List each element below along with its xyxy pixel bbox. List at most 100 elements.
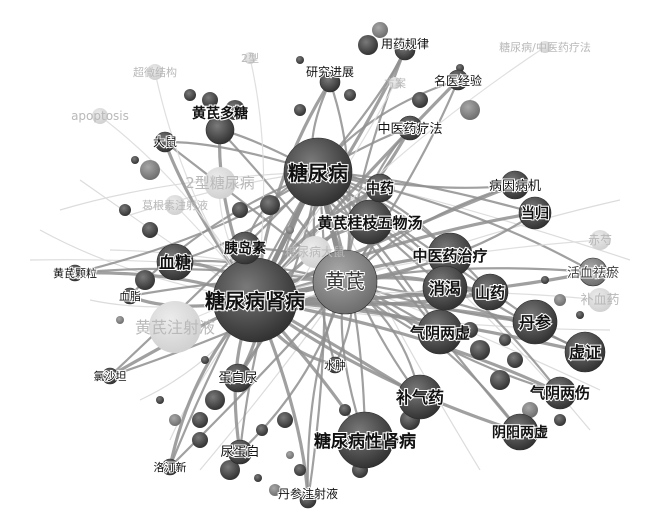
node-rat[interactable] <box>154 131 176 153</box>
label-qi-yin-injury: 气阴两伤 <box>529 384 590 402</box>
node-losartan[interactable] <box>101 367 119 385</box>
edge <box>73 267 347 284</box>
node-urine[interactable] <box>326 356 344 374</box>
node-tonify-blood[interactable] <box>578 257 608 287</box>
label-diabetic-rat: 糖尿病大鼠 <box>285 244 345 259</box>
satellite-node <box>116 316 124 324</box>
satellite-node <box>201 356 209 364</box>
node-pueraria[interactable] <box>165 195 185 215</box>
node-qi-yin-injury[interactable] <box>543 376 577 410</box>
label-tcm-therapy: 中医药疗法 <box>377 122 442 137</box>
label-rat: 大鼠 <box>153 135 177 149</box>
satellite-node <box>470 340 490 360</box>
node-tonify-blood-drug[interactable] <box>588 288 612 312</box>
satellite-node <box>220 460 240 480</box>
node-yam[interactable] <box>471 273 509 311</box>
label-tcm-treatment: 中医药治疗 <box>412 247 487 265</box>
satellite-node <box>184 89 196 101</box>
node-qi-yin-deficiency[interactable] <box>417 309 463 355</box>
node-diabetes[interactable] <box>283 137 353 207</box>
satellite-node <box>205 390 225 410</box>
node-medication-rules[interactable] <box>394 39 416 61</box>
node-etiology-pathogenesis[interactable] <box>500 170 530 200</box>
node-tcm-syndrome[interactable] <box>365 173 395 203</box>
node-ultrastructure[interactable] <box>147 64 163 80</box>
node-lotensin[interactable] <box>161 458 179 476</box>
node-research-progress[interactable] <box>319 71 341 93</box>
node-angelica[interactable] <box>518 196 552 230</box>
satellite-node <box>156 396 164 404</box>
label-red-peony: 赤芍 <box>588 233 612 247</box>
node-qi-tonic[interactable] <box>397 374 443 420</box>
satellite-node <box>286 451 294 459</box>
node-insulin[interactable] <box>228 231 262 265</box>
label-astragalus-granule: 黄芪颗粒 <box>53 266 97 280</box>
satellite-node <box>192 432 208 448</box>
satellite-node <box>286 226 294 234</box>
satellite-node <box>269 484 281 496</box>
node-apoptosis[interactable] <box>92 108 108 124</box>
satellite-node <box>460 100 480 120</box>
satellite-node <box>277 412 293 428</box>
label-insulin: 胰岛素 <box>224 240 266 257</box>
node-xiaoke[interactable] <box>422 265 468 311</box>
label-tcm-diabetes: 糖尿病/中医药疗法 <box>499 40 591 54</box>
node-type2-diabetes[interactable] <box>204 167 236 199</box>
label-lotensin: 洛汀新 <box>154 460 187 474</box>
label-qi-yin-deficiency: 气阴两虚 <box>409 324 470 342</box>
label-blood-lipid: 血脂 <box>119 289 141 303</box>
node-expert-experience[interactable] <box>447 69 469 91</box>
node-astragalus-granule[interactable] <box>66 264 84 282</box>
edge <box>316 170 595 274</box>
label-etiology-pathogenesis: 病因病机 <box>489 179 541 194</box>
node-diabetic-kidney-disease[interactable] <box>336 411 394 469</box>
label-losartan: 氯沙坦 <box>94 369 127 383</box>
faded-edge <box>59 171 319 211</box>
satellite-node <box>554 414 566 426</box>
node-danshen-injection[interactable] <box>299 491 317 509</box>
satellite-node <box>554 294 566 306</box>
node-blood-lipid[interactable] <box>121 287 139 305</box>
satellite-node <box>192 412 208 428</box>
node-proteinuria[interactable] <box>223 363 253 393</box>
satellite-node <box>462 322 478 338</box>
satellite-node <box>225 100 245 120</box>
node-plan[interactable] <box>389 77 401 89</box>
node-astragalus[interactable] <box>312 249 378 315</box>
node-red-peony[interactable] <box>590 230 610 250</box>
label-ultrastructure: 超微结构 <box>133 65 177 79</box>
label-evidence: 虚证 <box>569 343 601 362</box>
label-astragalus: 黄芪 <box>325 269 365 293</box>
satellite-node <box>142 222 158 238</box>
label-type2-diabetes: 2型糖尿病 <box>185 174 255 192</box>
satellite-node <box>344 89 356 101</box>
satellite-node <box>490 370 510 390</box>
label-danshen-injection: 丹参注射液 <box>278 486 338 501</box>
satellite-node <box>412 92 428 108</box>
satellite-node <box>294 464 306 476</box>
label-yin-yang-deficiency: 阴阳两虚 <box>492 424 548 441</box>
satellite-node <box>576 311 584 319</box>
node-astragalus-injection[interactable] <box>149 301 201 353</box>
satellite-node <box>499 334 511 346</box>
node-astragalus-polysaccharide[interactable] <box>205 115 235 145</box>
node-tcm-therapy[interactable] <box>397 115 423 141</box>
node-astragalus-guizhi-wuwu[interactable] <box>347 199 393 245</box>
node-tcm-diabetes[interactable] <box>539 41 551 53</box>
node-danshen[interactable] <box>512 299 558 345</box>
node-evidence[interactable] <box>564 331 606 373</box>
node-type2[interactable] <box>244 52 256 64</box>
node-blood-glucose[interactable] <box>156 243 194 281</box>
satellite-node <box>372 22 388 38</box>
label-plan: 方案 <box>384 76 406 90</box>
label-tonify-blood-drug: 补血药 <box>580 293 619 308</box>
label-type2: 2型 <box>241 51 259 65</box>
satellite-node <box>256 424 268 436</box>
edge <box>253 298 562 395</box>
label-expert-experience: 名医经验 <box>434 73 482 88</box>
satellite-node <box>135 270 155 290</box>
satellite-node <box>131 156 139 164</box>
node-yin-yang-deficiency[interactable] <box>501 413 539 451</box>
node-albuminuria[interactable] <box>227 439 253 465</box>
